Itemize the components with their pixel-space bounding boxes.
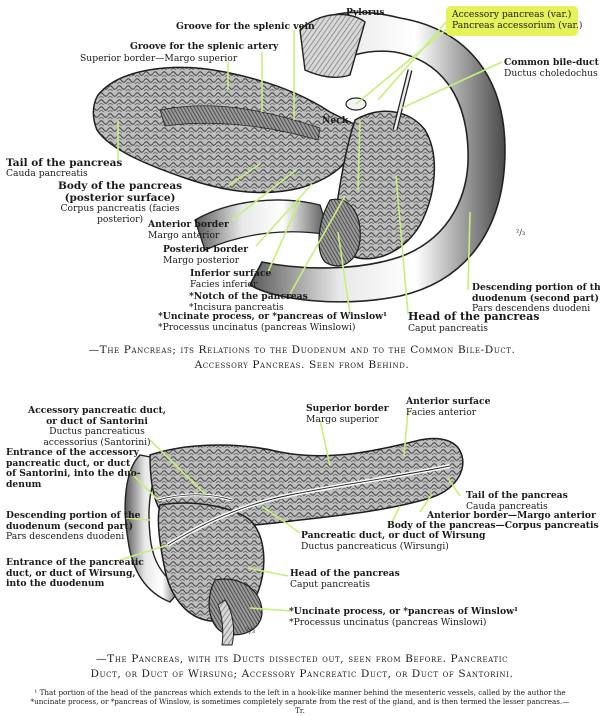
label-superior-border-1: Superior border—Margo superior [80,53,238,64]
label-body-1: Body of the pancreas (posterior surface)… [58,180,183,225]
label-anterior-border-2: Anterior border—Margo anterior [427,510,596,521]
label-uncinate-1: *Uncinate process, or *pancreas of Winsl… [158,311,388,333]
label-body-2: Body of the pancreas—Corpus pancreatis [387,520,599,531]
figure2-drawing [119,409,464,646]
label-pylorus: Pylorus [346,7,385,18]
label-posterior-border: Posterior border Margo posterior [163,244,249,266]
bowel-stub [217,599,235,646]
label-accessory-pancreas: Accessory pancreas (var.) Pancreas acces… [452,9,583,31]
duodenum-vertical [124,454,184,603]
pancreas-body-tail [92,66,363,194]
label-descending-1: Descending portion of the duodenum (seco… [472,282,600,314]
label-neck: Neck [322,115,349,126]
label-main-duct: Pancreatic duct, or duct of Wirsung Duct… [301,530,486,552]
pylorus-shape [299,13,366,78]
splenic-groove [159,105,321,141]
caption-figure2: —The Pancreas, with its Ducts dissected … [90,653,514,680]
label-groove-splenic-artery: Groove for the splenic artery [130,41,279,52]
figure1-leaders [117,19,503,315]
label-uncinate-2: *Uncinate process, or *pancreas of Winsl… [289,606,519,628]
label-tail-2: Tail of the pancreas Cauda pancreatis [466,490,568,512]
uncinate-process [318,198,361,267]
label-common-bile-duct: Common bile-duct Ductus choledochus [504,57,599,79]
label-entrance-main: Entrance of the pancreatic duct, or duct… [6,557,144,589]
label-descending-2: Descending portion of the duodenum (seco… [6,510,141,542]
duodenum-loop [248,11,506,303]
figure1-drawing [92,11,506,315]
label-inferior-surface: Inferior surface Facies inferior [190,268,272,290]
label-head-1: Head of the pancreas Caput pancreatis [408,310,540,334]
label-anterior-surface: Anterior surface Facies anterior [406,396,491,418]
label-notch: *Notch of the pancreas *Incisura pancrea… [189,291,308,313]
label-entrance-accessory: Entrance of the accessory pancreatic duc… [6,447,141,490]
accessory-highlight [446,6,578,36]
label-tail-1: Tail of the pancreas Cauda pancreatis [6,157,123,179]
label-accessory-duct: Accessory pancreatic duct, or duct of Sa… [28,405,166,448]
figure2-leaders [119,409,461,612]
scale-fraction-2: ²/₃ [246,626,256,635]
caption-figure1: —The Pancreas; its Relations to the Duod… [88,344,516,371]
scale-fraction-1: ²/₃ [516,228,526,237]
label-groove-splenic-vein: Groove for the splenic vein [176,21,315,32]
label-superior-border-2: Superior border Margo superior [306,403,389,425]
label-anterior-border-1: Anterior border Margo anterior [148,219,229,241]
footnote: ¹ That portion of the head of the pancre… [30,688,570,715]
label-head-2: Head of the pancreas Caput pancreatis [290,568,400,590]
